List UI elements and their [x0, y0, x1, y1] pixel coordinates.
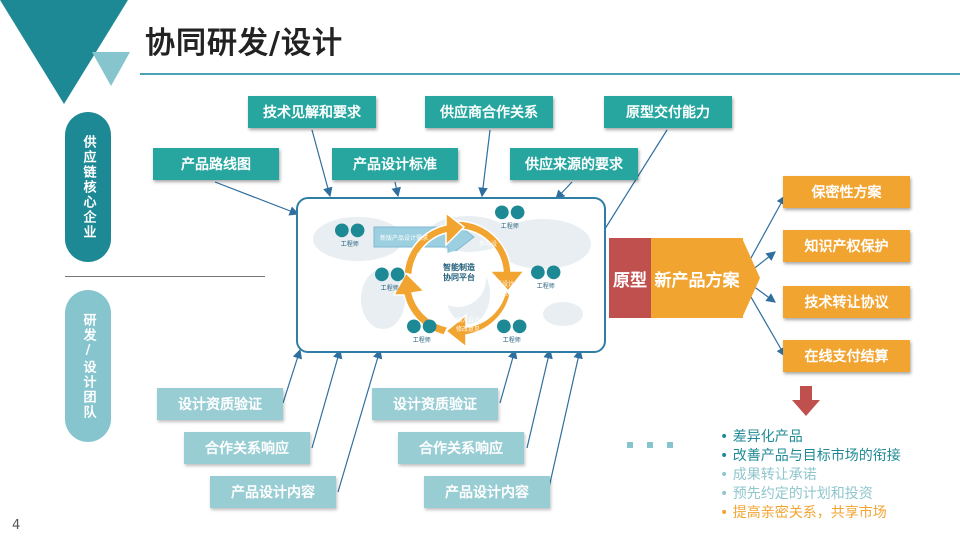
engineer-label: 工程师 — [340, 241, 359, 248]
engineer-label: 工程师 — [536, 283, 555, 290]
page-number: 4 — [12, 518, 21, 533]
engineer-group-2: ●● 工程师 — [374, 263, 406, 293]
engineer-group-5: ●● 工程师 — [406, 315, 438, 345]
benefit-item: 预先约定的计划和投资 — [720, 485, 901, 504]
box-design-qualification-right: 设计资质验证 — [372, 388, 498, 420]
box-sourcing-requirements: 供应来源的要求 — [510, 148, 638, 180]
title-underline — [140, 73, 960, 75]
engineer-group-6: ●● 工程师 — [496, 315, 528, 345]
divider-line — [65, 276, 265, 277]
benefit-item: 提高亲密关系，共享市场 — [720, 504, 901, 523]
platform-center-label: 智能制造协同平台 — [443, 263, 475, 282]
engineer-label: 工程师 — [412, 337, 431, 344]
requirement-arrow-label: 新版产品设计需求 — [380, 235, 429, 242]
side-label-design-team: 研发/设计团队 — [65, 290, 111, 442]
box-product-roadmap: 产品路线图 — [153, 148, 279, 180]
box-design-content-left: 产品设计内容 — [210, 476, 336, 508]
engineer-icon: ●● — [496, 315, 528, 336]
box-supplier-relationship: 供应商合作关系 — [425, 96, 553, 128]
platform-graphic — [313, 211, 591, 349]
engineer-label: 工程师 — [502, 337, 521, 344]
box-design-content-right: 产品设计内容 — [424, 476, 550, 508]
prototype-label: 原型 — [609, 238, 651, 318]
collaboration-platform: 智能制造协同平台 新版产品设计需求 参与设计工作 查看设计工作进度 输入自己修改… — [296, 197, 606, 353]
engineer-icon: ●● — [494, 201, 526, 222]
box-ip-protection: 知识产权保护 — [783, 230, 910, 262]
benefit-item: 差异化产品 — [720, 428, 901, 447]
engineer-group-3: ●● 工程师 — [494, 201, 526, 231]
ellipsis-dots — [627, 442, 673, 448]
benefit-list: 差异化产品 改善产品与目标市场的衔接 成果转让承诺 预先约定的计划和投资 提高亲… — [720, 428, 901, 523]
box-prototype-delivery: 原型交付能力 — [604, 96, 732, 128]
benefit-item: 成果转让承诺 — [720, 466, 901, 485]
engineer-icon: ●● — [334, 219, 366, 240]
box-tech-transfer: 技术转让协议 — [783, 286, 910, 318]
engineer-group-1: ●● 工程师 — [334, 219, 366, 249]
engineer-group-4: ●● 工程师 — [530, 261, 562, 291]
engineer-icon: ●● — [406, 315, 438, 336]
cycle-label-3: 输入自己修改意见 — [456, 317, 481, 333]
benefit-item: 改善产品与目标市场的衔接 — [720, 447, 901, 466]
down-arrow-icon — [792, 386, 820, 416]
box-online-payment: 在线支付结算 — [783, 340, 910, 372]
box-partnership-response-left: 合作关系响应 — [184, 432, 310, 464]
box-design-qualification-left: 设计资质验证 — [157, 388, 283, 420]
box-design-standards: 产品设计标准 — [332, 148, 458, 180]
engineer-icon: ●● — [374, 263, 406, 284]
box-technical-insight: 技术见解和要求 — [248, 96, 376, 128]
new-product-arrow-tip — [742, 238, 760, 318]
box-confidentiality-plan: 保密性方案 — [783, 176, 910, 208]
page-title: 协同研发/设计 — [145, 26, 343, 61]
new-product-plan: 新产品方案 — [651, 238, 743, 318]
cycle-label-1: 参与设计工作 — [479, 241, 498, 257]
box-partnership-response-right: 合作关系响应 — [398, 432, 524, 464]
cycle-label-4: 参与设计讨论 — [426, 301, 451, 317]
cycle-label-5: 参与设计修改 — [416, 253, 441, 269]
engineer-icon: ●● — [530, 261, 562, 282]
engineer-label: 工程师 — [380, 285, 399, 292]
cycle-label-2: 查看设计工作进度 — [490, 281, 515, 297]
engineer-label: 工程师 — [500, 223, 519, 230]
corner-decoration — [0, 0, 130, 104]
side-label-core-enterprise: 供应链核心企业 — [65, 112, 111, 262]
